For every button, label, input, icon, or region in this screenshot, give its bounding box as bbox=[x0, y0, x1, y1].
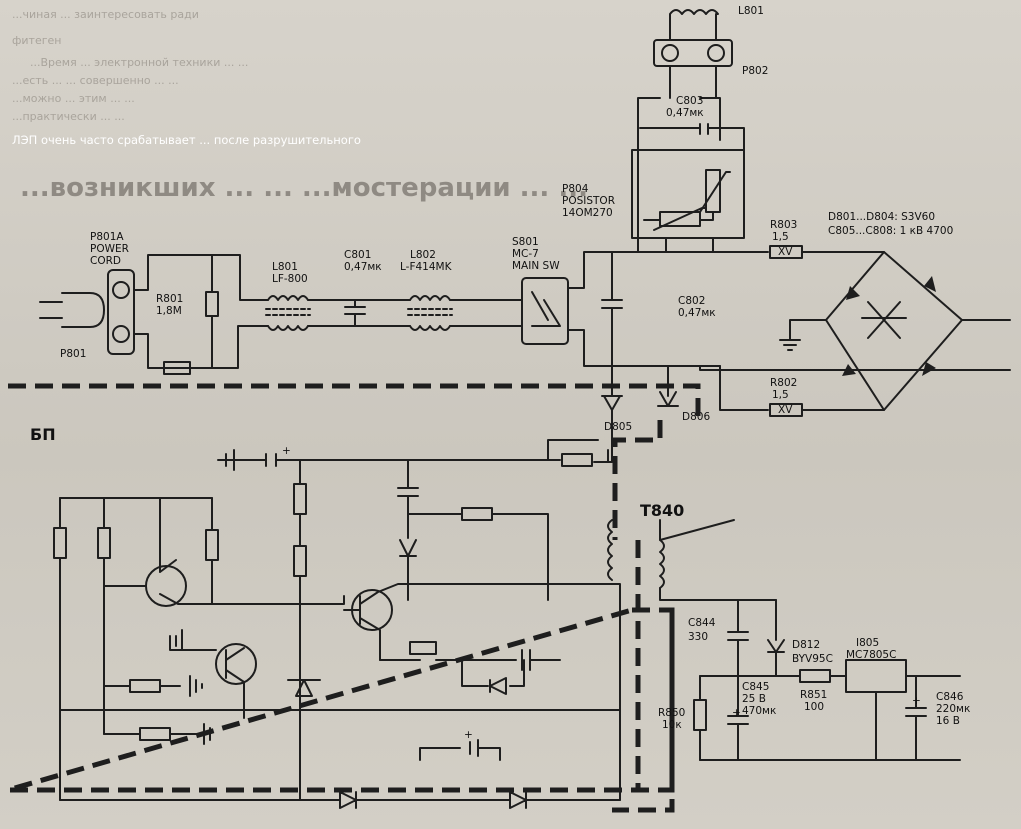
label-p801a-cord: CORD bbox=[90, 255, 121, 267]
wire-right-out bbox=[699, 365, 1011, 371]
label-p804: P804 bbox=[562, 183, 589, 195]
label-r802-xv: XV bbox=[778, 404, 793, 416]
label-s801-mainsw: MAIN SW bbox=[512, 260, 560, 272]
resistor-bottom bbox=[163, 361, 191, 375]
label-s801-value: MC-7 bbox=[512, 248, 539, 260]
label-p801: P801 bbox=[60, 348, 86, 360]
label-l801-top: L801 bbox=[738, 5, 764, 17]
regulator-i805 bbox=[845, 659, 907, 693]
resistor-r851 bbox=[799, 669, 831, 683]
label-r801: R801 bbox=[156, 293, 183, 305]
transformer-t840 bbox=[607, 519, 741, 601]
label-c802-value: 0,47мк bbox=[678, 307, 716, 319]
label-l801-value: LF-800 bbox=[272, 273, 308, 285]
label-c846-voltage: 16 B bbox=[936, 715, 960, 727]
label-c845-voltage: 25 B bbox=[742, 693, 766, 705]
label-r851-value: 100 bbox=[804, 701, 824, 713]
label-r851: R851 bbox=[800, 689, 827, 701]
label-p802: P802 bbox=[742, 65, 768, 77]
faded-line-2: фитеген bbox=[12, 34, 61, 47]
label-bp: БП bbox=[30, 425, 56, 444]
label-d801-note: D801...D804: S3V60 bbox=[828, 211, 935, 223]
plus-sign-3: + bbox=[912, 695, 921, 707]
label-r803: R803 bbox=[770, 219, 797, 231]
label-c803: C803 bbox=[676, 95, 703, 107]
label-r802-value: 1,5 bbox=[772, 389, 789, 401]
label-c801-value: 0,47мк bbox=[344, 261, 382, 273]
label-d812: D812 bbox=[792, 639, 820, 651]
label-c846-value: 220мк bbox=[936, 703, 970, 715]
plus-sign-2: + bbox=[464, 729, 473, 741]
choke-l802 bbox=[407, 295, 453, 331]
label-l802-value: L-F414MK bbox=[400, 261, 453, 273]
label-p804-posistor: POSISTOR bbox=[562, 195, 615, 207]
label-t840: T840 bbox=[640, 501, 684, 520]
coil-l801-degauss bbox=[669, 9, 719, 41]
label-r803-value: 1,5 bbox=[772, 231, 789, 243]
diode-bridge bbox=[779, 251, 1011, 411]
ghost-heading: ...возникших ... ... ...мостерации ... .… bbox=[20, 173, 588, 203]
plus-sign: + bbox=[282, 445, 291, 457]
label-c846: C846 bbox=[936, 691, 964, 703]
wire-bus-top bbox=[567, 251, 769, 289]
bp-internal-circuit: + + bbox=[53, 439, 621, 809]
label-c845-value: 470мк bbox=[742, 705, 776, 717]
wire-degauss bbox=[637, 97, 721, 253]
label-p801a-power: POWER bbox=[90, 243, 129, 255]
label-i805-value: MC7805C bbox=[846, 649, 896, 661]
posistor-p804 bbox=[631, 149, 745, 239]
label-d806: D806 bbox=[682, 411, 710, 423]
label-s801: S801 bbox=[512, 236, 539, 248]
label-l802: L802 bbox=[410, 249, 436, 261]
resistor-r801 bbox=[205, 291, 219, 317]
wire-bus-bottom bbox=[567, 329, 769, 411]
power-cord-plug bbox=[39, 269, 135, 355]
label-r850: R850 bbox=[658, 707, 685, 719]
choke-l801 bbox=[265, 295, 311, 331]
wire-line-top bbox=[133, 254, 269, 301]
resistor-r850 bbox=[693, 699, 707, 731]
background-text: ...чиная ... заинтересовать ради фитеген… bbox=[12, 8, 588, 203]
label-c803-value: 0,47мк bbox=[666, 107, 704, 119]
label-r802: R802 bbox=[770, 377, 797, 389]
label-c802: C802 bbox=[678, 295, 705, 307]
label-c805-note: C805...C808: 1 кВ 4700 bbox=[828, 225, 953, 237]
label-r803-xv: XV bbox=[778, 246, 793, 258]
label-d805: D805 bbox=[604, 421, 632, 433]
faded-line-3: ...Время ... электронной техники ... ... bbox=[30, 56, 248, 69]
main-switch-s801 bbox=[521, 277, 569, 345]
label-r801-value: 1,8M bbox=[156, 305, 182, 317]
faded-line-6: ...практически ... ... bbox=[12, 110, 125, 123]
connector-p802 bbox=[653, 39, 733, 67]
label-d812-value: BYV95C bbox=[792, 653, 833, 665]
label-p804-value: 14OM270 bbox=[562, 207, 613, 219]
faded-line-5: ...можно ... этим ... ... bbox=[12, 92, 135, 105]
label-i805: I805 bbox=[856, 637, 879, 649]
label-c844-value: 330 bbox=[688, 631, 708, 643]
label-r850-value: 10к bbox=[662, 719, 682, 731]
faded-line-4: ...есть ... ... совершенно ... ... bbox=[12, 74, 179, 87]
overlay-text-line: ЛЭП очень часто срабатывает ... после ра… bbox=[12, 133, 361, 147]
power-supply-boundary bbox=[7, 383, 701, 793]
label-c801: C801 bbox=[344, 249, 371, 261]
label-c845: C845 bbox=[742, 681, 769, 693]
plus-sign-4: + bbox=[732, 707, 741, 719]
label-p801a: P801A bbox=[90, 231, 124, 243]
label-c844: C844 bbox=[688, 617, 716, 629]
wire-line-bottom bbox=[133, 325, 269, 369]
faded-line-1: ...чиная ... заинтересовать ради bbox=[12, 8, 199, 21]
label-l801: L801 bbox=[272, 261, 298, 273]
